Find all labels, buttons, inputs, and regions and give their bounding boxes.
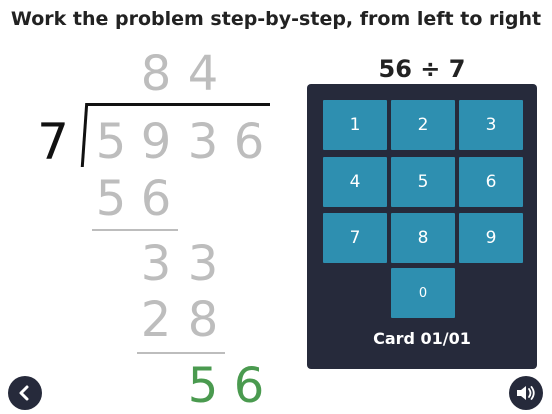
chevron-left-icon (19, 385, 29, 401)
product-digit: 6 (140, 171, 172, 227)
problem-label: 56 ÷ 7 (378, 55, 466, 83)
sound-button[interactable] (509, 376, 543, 410)
long-division-area: 8 4 7 5 9 3 6 5 6 3 3 2 8 5 6 (37, 46, 270, 414)
card-counter: Card 01/01 (373, 329, 471, 348)
speaker-icon (517, 386, 535, 400)
instruction-title: Work the problem step-by-step, from left… (10, 8, 542, 30)
product-digit: 5 (95, 171, 127, 227)
key-9[interactable]: 9 (459, 213, 523, 263)
remainder-digit: 3 (140, 236, 172, 292)
active-digit: 5 (187, 358, 219, 414)
quotient-digit: 8 (140, 46, 172, 102)
product-digit: 8 (187, 292, 219, 348)
key-5[interactable]: 5 (391, 157, 455, 207)
active-digit: 6 (233, 358, 265, 414)
subtraction-line (137, 352, 225, 354)
key-0[interactable]: 0 (391, 268, 455, 318)
dividend-digit: 6 (233, 114, 265, 170)
key-7[interactable]: 7 (323, 213, 387, 263)
key-3[interactable]: 3 (459, 100, 523, 150)
dividend-digit: 5 (95, 114, 127, 170)
subtraction-line (92, 229, 178, 231)
division-bracket-top (86, 103, 270, 106)
remainder-digit: 3 (187, 236, 219, 292)
dividend-digit: 9 (140, 114, 172, 170)
dividend-digit: 3 (187, 114, 219, 170)
key-1[interactable]: 1 (323, 100, 387, 150)
key-4[interactable]: 4 (323, 157, 387, 207)
back-button[interactable] (8, 376, 42, 410)
key-8[interactable]: 8 (391, 213, 455, 263)
divisor: 7 (37, 113, 69, 171)
quotient-digit: 4 (187, 46, 219, 102)
key-2[interactable]: 2 (391, 100, 455, 150)
product-digit: 2 (140, 292, 172, 348)
key-6[interactable]: 6 (459, 157, 523, 207)
